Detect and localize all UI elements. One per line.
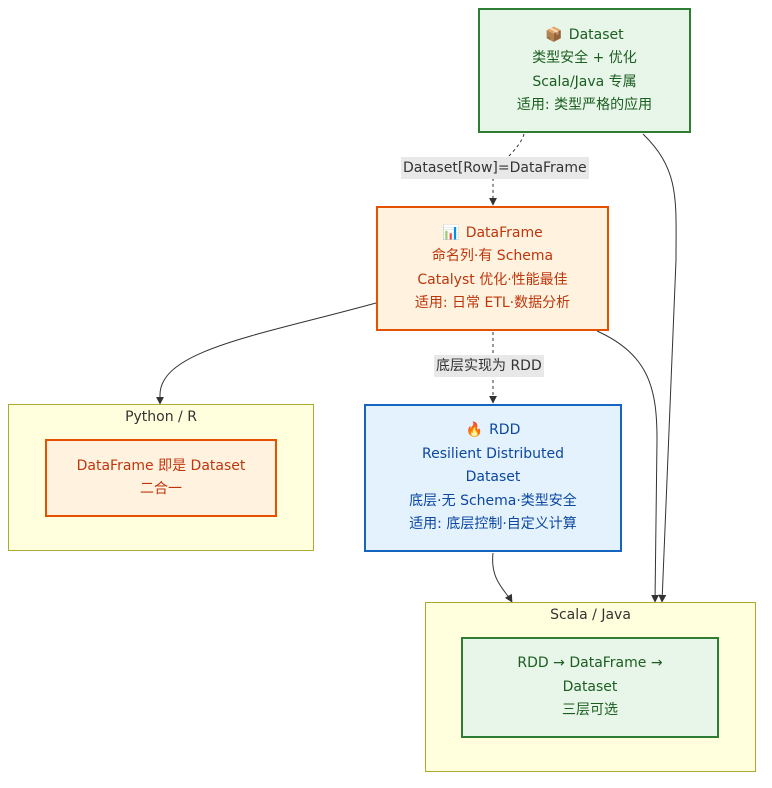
scala-java-inner-line: 三层可选 <box>562 702 618 719</box>
scala-java-inner-node: RDD → DataFrame → Dataset 三层可选 <box>461 637 719 738</box>
edge-label-dataset-dataframe: Dataset[Row]=DataFrame <box>401 157 589 179</box>
edge-dataset-scala <box>642 133 677 603</box>
scala-java-inner-line: Dataset <box>562 678 618 695</box>
rdd-line: Resilient Distributed <box>422 445 564 462</box>
scala-java-inner-line: RDD → DataFrame → <box>517 655 663 672</box>
python-r-inner-line: DataFrame 即是 Dataset <box>76 457 246 474</box>
dataset-node: 📦 Dataset 类型安全 + 优化 Scala/Java 专属 适用: 类型严… <box>478 8 691 133</box>
package-icon: 📦 <box>545 26 563 43</box>
rdd-line: 适用: 底层控制·自定义计算 <box>409 516 577 533</box>
dataframe-title: DataFrame <box>465 224 543 241</box>
dataset-line: Scala/Java 专属 <box>532 73 637 90</box>
dataset-line: 适用: 类型严格的应用 <box>516 97 653 113</box>
rdd-node: 🔥 RDD Resilient Distributed Dataset 底层·无 … <box>364 404 622 552</box>
dataset-line: 类型安全 + 优化 <box>532 50 637 66</box>
rdd-title: RDD <box>489 422 521 439</box>
bar-chart-icon: 📊 <box>442 224 460 241</box>
python-r-cluster-title: Python / R <box>125 409 197 425</box>
dataframe-line: 命名列·有 Schema <box>431 248 554 264</box>
dataframe-node: 📊 DataFrame 命名列·有 Schema Catalyst 优化·性能最佳… <box>376 206 609 331</box>
edge-label-dataframe-rdd: 底层实现为 RDD <box>434 355 544 377</box>
fire-icon: 🔥 <box>465 422 484 439</box>
rdd-line: Dataset <box>465 469 521 486</box>
edge-dataframe-scala <box>596 330 660 603</box>
rdd-title-row: 🔥 RDD <box>466 419 521 443</box>
dataset-title-row: 📦 Dataset <box>545 24 623 48</box>
edge-dataframe-python <box>156 302 377 405</box>
dataframe-line: 适用: 日常 ETL·数据分析 <box>414 295 571 311</box>
dataframe-line: Catalyst 优化·性能最佳 <box>417 271 568 288</box>
scala-java-cluster-title: Scala / Java <box>550 607 631 623</box>
dataframe-title-row: 📊 DataFrame <box>442 222 543 246</box>
rdd-line: 底层·无 Schema·类型安全 <box>409 492 577 509</box>
python-r-inner-node: DataFrame 即是 Dataset 二合一 <box>45 439 277 517</box>
edge-rdd-scala <box>492 552 513 603</box>
python-r-inner-line: 二合一 <box>140 481 182 497</box>
dataset-title: Dataset <box>568 26 624 43</box>
